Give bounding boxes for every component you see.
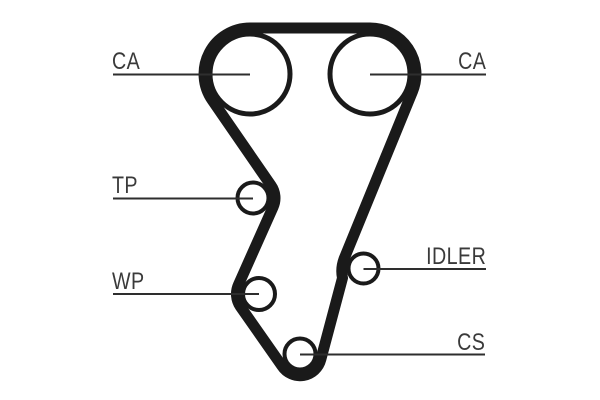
label-tp-text: TP [112,172,138,199]
label-ca-left-text: CA [112,48,141,75]
label-tp: TP [112,174,144,198]
label-cs-text: CS [456,329,485,356]
label-ca-left: CA [112,50,146,74]
label-wp: WP [112,270,152,294]
label-ca-right-text: CA [457,48,486,75]
label-idler-text: IDLER [425,243,486,270]
label-ca-right: CA [366,50,486,74]
label-wp-text: WP [112,268,145,295]
label-cs: CS [365,331,485,355]
label-idler: IDLER [366,245,486,269]
